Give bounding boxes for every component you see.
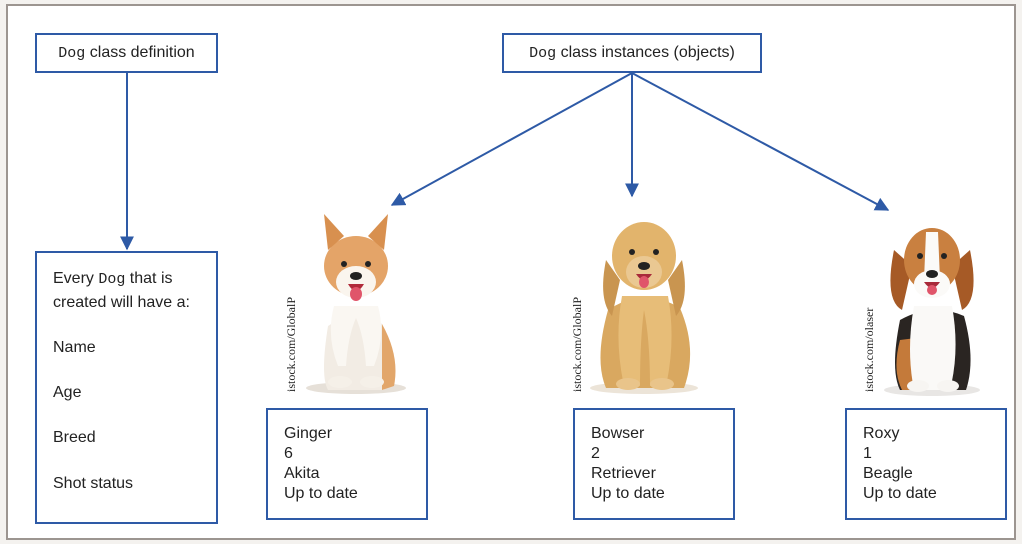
object-name: Bowser — [591, 425, 645, 442]
object-box-roxy: Roxy 1 Beagle Up to date — [845, 408, 1007, 520]
object-breed: Beagle — [863, 465, 913, 482]
object-name: Ginger — [284, 425, 333, 442]
definition-keyword: Dog — [58, 44, 86, 62]
object-name: Roxy — [863, 425, 900, 442]
arrow-instances-to-ginger — [390, 72, 633, 206]
attribute-age: Age — [53, 384, 82, 402]
definition-label: class definition — [85, 44, 195, 61]
attributes-intro: Every Dog that is — [53, 270, 173, 288]
object-age: 1 — [863, 445, 872, 462]
object-box-ginger: Ginger 6 Akita Up to date — [266, 408, 428, 520]
object-shot-status: Up to date — [591, 485, 665, 502]
attribute-breed: Breed — [53, 429, 96, 447]
object-box-bowser: Bowser 2 Retriever Up to date — [573, 408, 735, 520]
object-age: 2 — [591, 445, 600, 462]
class-instances-box: Dog class instances (objects) — [502, 33, 762, 73]
photo-credit-ginger: istock.com/GlobalP — [284, 297, 298, 392]
beagle-photo — [884, 228, 980, 396]
instances-label: class instances (objects) — [556, 44, 735, 61]
photo-credit-bowser: istock.com/GlobalP — [570, 297, 584, 392]
attribute-shot-status: Shot status — [53, 474, 134, 492]
object-breed: Akita — [284, 465, 320, 482]
object-shot-status: Up to date — [284, 485, 358, 502]
golden-retriever-photo — [590, 222, 698, 394]
akita-photo — [306, 214, 406, 394]
object-age: 6 — [284, 445, 293, 462]
attributes-intro-line2: created will have a: — [53, 293, 190, 311]
attributes-box: Every Dog that is created will have a: N… — [35, 251, 218, 524]
object-breed: Retriever — [591, 465, 656, 482]
arrow-instances-to-roxy — [631, 72, 890, 211]
object-shot-status: Up to date — [863, 485, 937, 502]
attribute-name: Name — [53, 338, 96, 356]
instances-keyword: Dog — [529, 44, 557, 62]
class-definition-box: Dog class definition — [35, 33, 218, 73]
photo-credit-roxy: istock.com/olaser — [862, 307, 876, 392]
